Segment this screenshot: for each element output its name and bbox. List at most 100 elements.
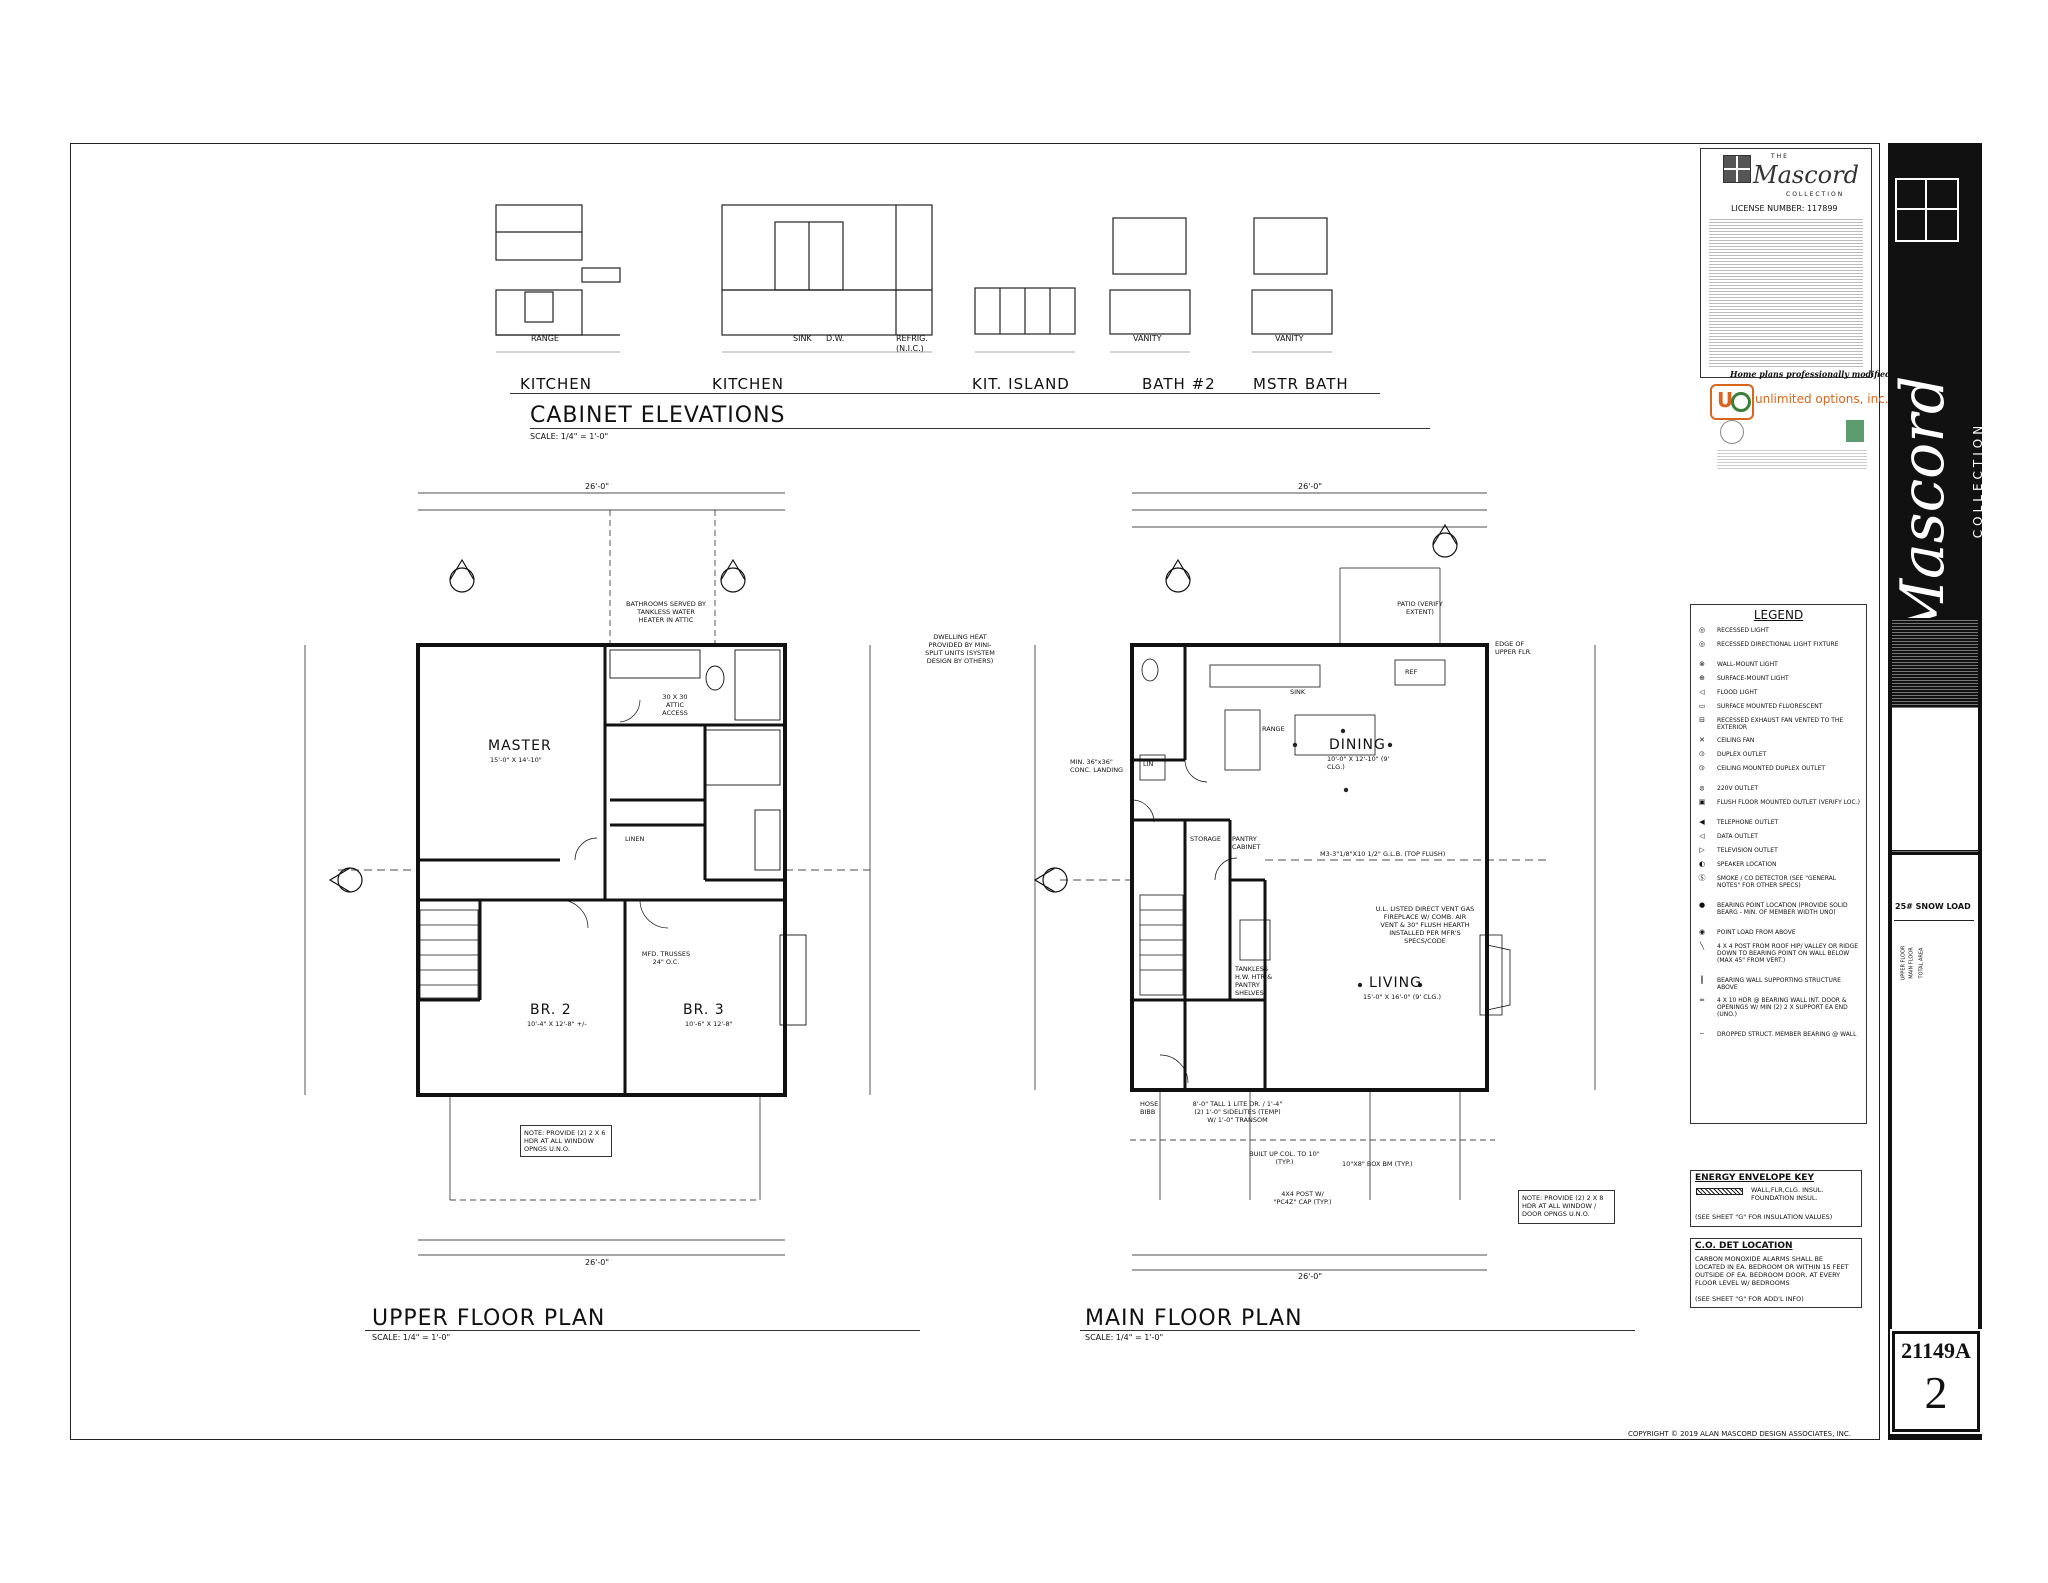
- legend-item: ◀ TELEPHONE OUTLET: [1695, 819, 1861, 827]
- title-block-info-panel: 25# SNOW LOAD UPPER FLOOR MAIN FLOOR TOT…: [1892, 855, 1978, 1405]
- room-label-living: LIVING: [1369, 975, 1422, 991]
- legend-item-label: CEILING MOUNTED DUPLEX OUTLET: [1717, 765, 1826, 772]
- sheet-number: 2: [1924, 1367, 1948, 1418]
- legend-item: ◁FLOOD LIGHT: [1695, 689, 1861, 697]
- uo-fine-print: [1717, 448, 1867, 470]
- upper-overall-dimension: 26'-0": [585, 482, 610, 491]
- legend-symbol-icon: Ⓢ: [1698, 874, 1706, 882]
- uo-badge-icon: [1846, 420, 1864, 442]
- main-note-patio: PATIO (VERIFY EXTENT): [1397, 600, 1443, 616]
- main-floor-plan-underline: [1080, 1330, 1635, 1331]
- room-size-living: 15'-0" X 16'-0" (9' CLG.): [1363, 993, 1442, 1001]
- legend-item: ⊗WALL-MOUNT LIGHT: [1695, 661, 1861, 669]
- area-upper-floor: UPPER FLOOR: [1900, 945, 1907, 981]
- legend-item-label: SURFACE-MOUNT LIGHT: [1717, 675, 1789, 682]
- uo-seal-icon: [1720, 420, 1744, 444]
- legend-item-label: SMOKE / CO DETECTOR (SEE "GENERAL NOTES"…: [1717, 875, 1837, 889]
- elevation-sublabel-refrig: REFRIG. (N.I.C.): [896, 334, 928, 353]
- upper-floor-plan-underline: [365, 1330, 920, 1331]
- legend-item-label: TELEPHONE OUTLET: [1717, 819, 1779, 826]
- room-label-br2: BR. 2: [530, 1002, 572, 1018]
- legend-item: ◎RECESSED LIGHT: [1695, 627, 1861, 635]
- elevation-label-master-bath: MSTR BATH: [1253, 375, 1349, 393]
- main-note-pantry: PANTRY CABINET: [1232, 835, 1261, 851]
- main-note-lin: LIN: [1143, 760, 1154, 768]
- co-detector-location: C.O. DET LOCATION CARBON MONOXIDE ALARMS…: [1690, 1238, 1862, 1308]
- legend-item: ┄ DROPPED STRUCT. MEMBER BEARING @ WALL: [1695, 1031, 1861, 1039]
- legend-item-label: RECESSED EXHAUST FAN VENTED TO THE EXTER…: [1717, 717, 1844, 731]
- legend-item: ◁DATA OUTLET: [1695, 833, 1861, 841]
- main-note-text: NOTE: PROVIDE (2) 2 X 8 HDR AT ALL WINDO…: [1522, 1194, 1604, 1218]
- mascord-license-block: THE Mascord COLLECTION LICENSE NUMBER: 1…: [1700, 148, 1872, 378]
- legend-symbol-icon: ⊕: [1699, 674, 1705, 682]
- title-block-strip: Mascord COLLECTION 25# SNOW LOAD UPPER F…: [1888, 143, 1985, 1440]
- upper-note-trusses: MFD. TRUSSES 24" O.C.: [641, 950, 691, 966]
- legend-item: ▷TELEVISION OUTLET: [1695, 847, 1861, 855]
- upper-floor-plan-scale: SCALE: 1/4" = 1'-0": [372, 1333, 451, 1342]
- legend-symbol-icon: ┄: [1699, 1030, 1705, 1038]
- elevation-sublabel-vanity-2: VANITY: [1275, 334, 1304, 343]
- room-size-dining: 10'-0" X 12'-10" (9' CLG.): [1327, 755, 1390, 771]
- copyright-text: COPYRIGHT © 2019 ALAN MASCORD DESIGN ASS…: [1628, 1430, 1851, 1438]
- upper-note-attic-access: 30 X 30 ATTIC ACCESS: [662, 693, 688, 717]
- area-total: TOTAL AREA: [1918, 947, 1925, 979]
- legend-symbol-icon: ║: [1699, 976, 1705, 984]
- elevation-label-kit-island: KIT. ISLAND: [972, 375, 1070, 393]
- legend-symbol-icon: ⊟: [1699, 716, 1705, 724]
- legend-item: ● BEARING POINT LOCATION (PROVIDE SOLID B…: [1695, 901, 1861, 917]
- drawing-sheet: [70, 143, 1880, 1440]
- legend-symbol-icon: ◀: [1699, 818, 1705, 826]
- legend-symbol-icon: ✕: [1699, 736, 1705, 744]
- title-block-collection: COLLECTION: [1971, 421, 1985, 539]
- title-block-logo-icon: [1895, 178, 1959, 242]
- room-size-br2: 10'-4" X 12'-8" +/-: [527, 1020, 587, 1028]
- legend-item-label: CEILING FAN: [1717, 737, 1755, 744]
- elevation-sublabel-sink: SINK: [793, 334, 812, 343]
- insulation-hatch-icon: [1696, 1188, 1743, 1195]
- title-block-white-panel: [1892, 708, 1978, 850]
- logo-hbar: [1897, 208, 1957, 210]
- main-note-glb: M3-3"1/8"X10 1/2" G.L.B. (TOP FLUSH): [1320, 850, 1446, 858]
- main-floor-plan-scale: SCALE: 1/4" = 1'-0": [1085, 1333, 1164, 1342]
- legend-symbol-icon: ●: [1698, 901, 1706, 909]
- legend-item: ╲4 X 4 POST FROM ROOF HIP/ VALLEY OR RID…: [1695, 943, 1861, 965]
- logo-brand: Mascord: [1753, 161, 1859, 189]
- legend-item-label: FLUSH FLOOR MOUNTED OUTLET (VERIFY LOC.): [1717, 799, 1860, 806]
- main-note-storage: STORAGE: [1190, 835, 1221, 843]
- upper-floor-plan-title: UPPER FLOOR PLAN: [372, 1306, 606, 1331]
- upper-note-bath-water: BATHROOMS SERVED BY TANKLESS WATER HEATE…: [626, 600, 706, 624]
- energy-key-item: WALL,FLR,CLG. INSUL. FOUNDATION INSUL.: [1751, 1186, 1824, 1202]
- co-det-title: C.O. DET LOCATION: [1695, 1241, 1793, 1251]
- legend-item-label: TELEVISION OUTLET: [1717, 847, 1778, 854]
- main-note-fireplace: U.L. LISTED DIRECT VENT GAS FIREPLACE W/…: [1375, 905, 1475, 945]
- legend-item: ◉POINT LOAD FROM ABOVE: [1695, 929, 1861, 937]
- snow-load: 25# SNOW LOAD: [1895, 902, 1971, 911]
- elevation-labels-underline: [510, 393, 1380, 394]
- legend-item-label: DROPPED STRUCT. MEMBER BEARING @ WALL: [1717, 1031, 1857, 1038]
- legend-symbol-icon: ◎: [1698, 640, 1706, 648]
- main-note-landing: MIN. 36"x36" CONC. LANDING: [1070, 758, 1124, 774]
- legend-item: ⦶DUPLEX OUTLET: [1695, 751, 1861, 759]
- main-note-box: 10"X8" BOX BM (TYP.): [1342, 1160, 1413, 1168]
- legend-item-label: BEARING POINT LOCATION (PROVIDE SOLID BE…: [1717, 902, 1848, 916]
- legend-item-label: RECESSED DIRECTIONAL LIGHT FIXTURE: [1717, 641, 1839, 648]
- sheet-number-box: 21149A 2: [1890, 1329, 1982, 1434]
- legend-item: ⊟ RECESSED EXHAUST FAN VENTED TO THE EXTE…: [1695, 716, 1861, 732]
- main-overall-dimension-bottom: 26'-0": [1298, 1272, 1323, 1281]
- uo-logo-icon: U: [1710, 384, 1754, 420]
- legend-item-label: RECESSED LIGHT: [1717, 627, 1769, 634]
- legend-item: ▭SURFACE MOUNTED FLUORESCENT: [1695, 703, 1861, 711]
- legend-item-label: 220V OUTLET: [1717, 785, 1759, 792]
- legend-symbol-icon: ◐: [1698, 860, 1706, 868]
- legend-item-label: WALL-MOUNT LIGHT: [1717, 661, 1778, 668]
- main-floor-plan-title: MAIN FLOOR PLAN: [1085, 1306, 1303, 1331]
- legend-symbol-icon: ◁: [1699, 832, 1705, 840]
- legend-item-label: POINT LOAD FROM ABOVE: [1717, 929, 1796, 936]
- license-number: LICENSE NUMBER: 117899: [1731, 204, 1838, 213]
- upper-note-linen: LINEN: [625, 835, 645, 843]
- room-label-br3: BR. 3: [683, 1002, 725, 1018]
- upper-note-box: NOTE: PROVIDE (2) 2 X 6 HDR AT ALL WINDO…: [520, 1125, 612, 1157]
- elevation-sublabel-vanity-1: VANITY: [1133, 334, 1162, 343]
- main-note-sink: SINK: [1290, 688, 1306, 696]
- main-note-ref: REF: [1405, 668, 1418, 676]
